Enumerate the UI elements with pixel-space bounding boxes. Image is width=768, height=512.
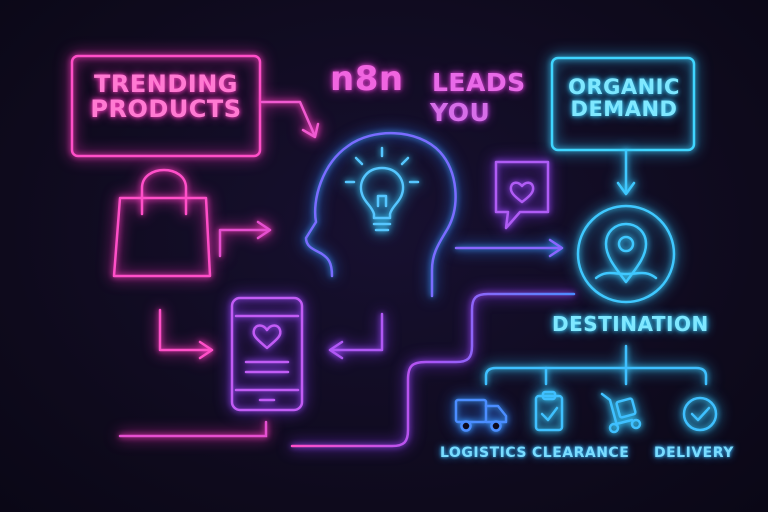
title-n8n: n8n [330, 59, 404, 99]
organic-demand-box [550, 56, 696, 152]
logistics-label: LOGISTICS [440, 445, 527, 461]
title-you: YOU [430, 98, 491, 127]
truck-icon [454, 398, 508, 432]
arrow-trending-to-head [260, 100, 320, 139]
arrow-head-to-destination [454, 238, 564, 258]
arrow-demand-to-destination [616, 148, 636, 196]
clearance-label: CLEARANCE [532, 445, 630, 461]
lightbulb-icon [344, 146, 420, 232]
location-pin-icon [576, 204, 676, 304]
connector-phone-left [118, 420, 268, 438]
heart-chat-bubble-icon [494, 160, 550, 230]
clipboard-check-icon [534, 390, 564, 432]
arrow-bag-to-phone [158, 308, 214, 360]
arrow-bag-to-head [218, 220, 272, 258]
hand-truck-icon [600, 392, 642, 434]
destination-label: DESTINATION [552, 312, 709, 336]
check-circle-icon [682, 396, 718, 432]
connector-bottom-flow [290, 292, 576, 448]
shopping-bag-icon [112, 168, 212, 278]
trending-products-box [70, 54, 262, 158]
destination-branch-tree [484, 344, 708, 386]
title-leads: LEADS [432, 68, 526, 97]
delivery-label: DELIVERY [654, 445, 734, 461]
arrow-head-to-phone [328, 312, 384, 360]
smartphone-heart-icon [230, 296, 304, 412]
head-lightbulb-icon [304, 131, 457, 298]
